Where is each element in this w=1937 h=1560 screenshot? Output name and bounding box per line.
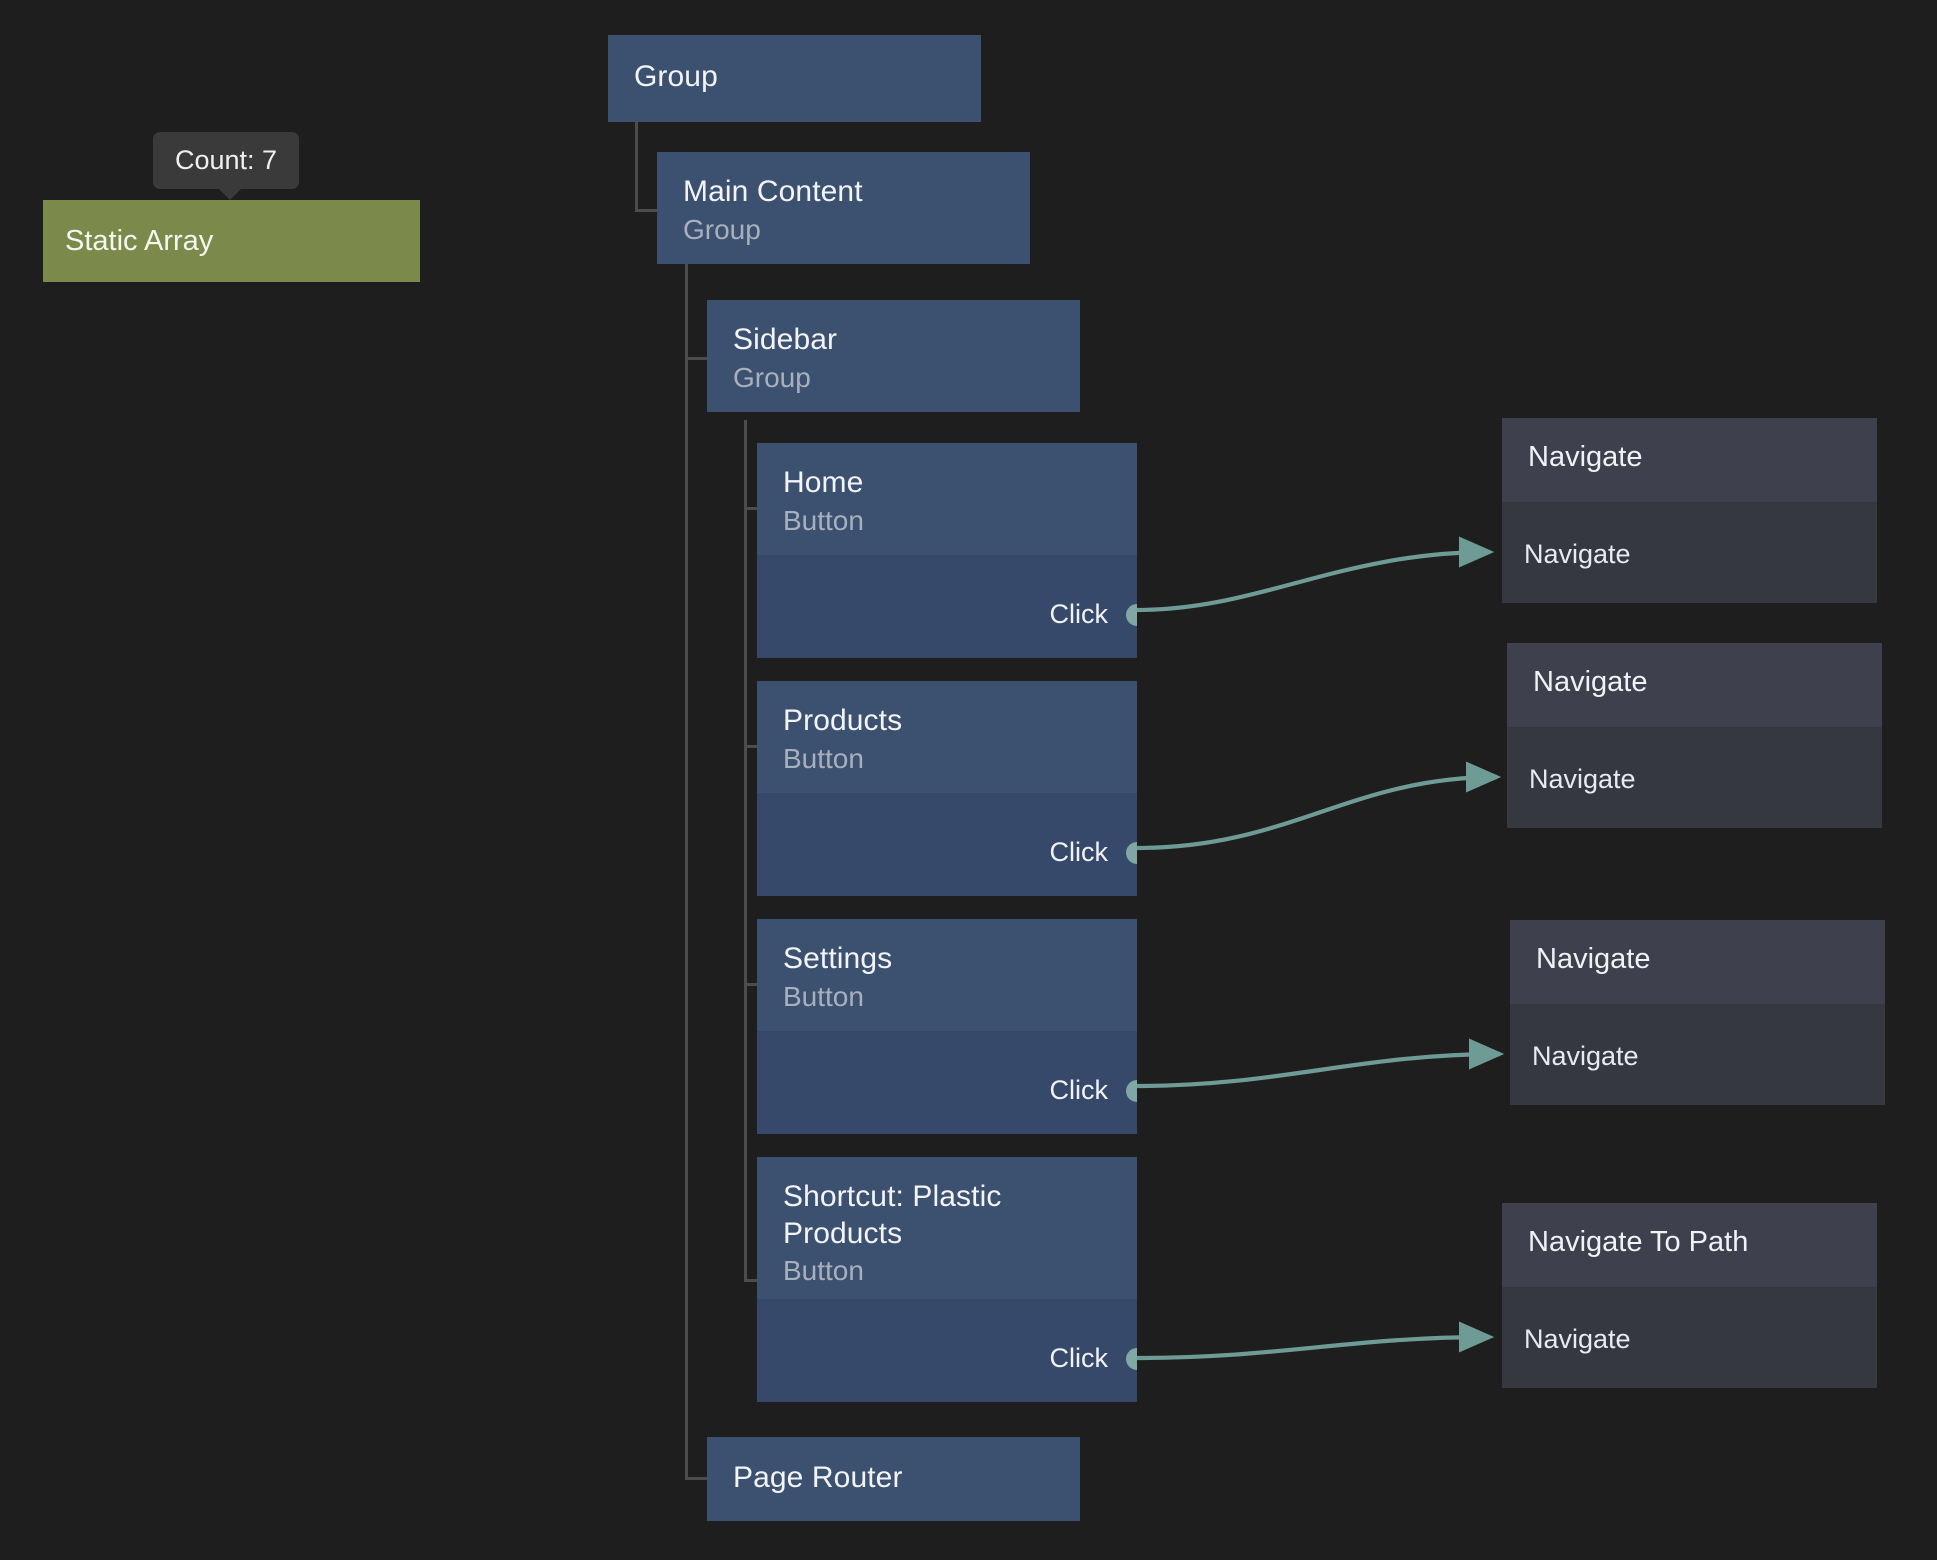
node-header: Home Button xyxy=(757,443,1137,557)
node-title: Products xyxy=(783,704,903,737)
node-action-navigate-to-path[interactable]: Navigate To Path Navigate xyxy=(1502,1203,1877,1388)
node-action-navigate-1[interactable]: Navigate Navigate xyxy=(1502,418,1877,603)
count-tooltip-label: Count: 7 xyxy=(175,145,278,175)
port-input-navigate[interactable]: Navigate xyxy=(1524,539,1631,569)
node-title: Group xyxy=(634,60,718,93)
node-subtitle: Button xyxy=(783,504,864,536)
node-title: Navigate xyxy=(1536,943,1651,975)
node-title: Settings xyxy=(783,942,893,975)
port-label: Click xyxy=(1049,837,1109,867)
node-button-home[interactable]: Home Button Click xyxy=(757,443,1137,658)
port-click-settings[interactable]: Click xyxy=(1049,1075,1137,1106)
node-group-root[interactable]: Group xyxy=(608,35,981,122)
node-ports-body: Navigate xyxy=(1502,502,1877,603)
tree-connector-vertical xyxy=(685,264,688,1480)
tree-connector-stub xyxy=(744,1279,767,1282)
count-tooltip: Count: 7 xyxy=(153,132,300,189)
node-ports-body: Navigate xyxy=(1510,1004,1885,1105)
port-click-products[interactable]: Click xyxy=(1049,837,1137,868)
port-click-shortcut[interactable]: Click xyxy=(1049,1343,1137,1374)
edge-shortcut-to-navigate-to-path xyxy=(1136,1321,1495,1361)
tree-connector-vertical xyxy=(744,420,747,1282)
node-ports-body: Click xyxy=(757,1299,1137,1402)
node-main-content[interactable]: Main Content Group xyxy=(657,152,1030,264)
node-title: Home xyxy=(783,466,864,499)
node-header: Settings Button xyxy=(757,919,1137,1033)
node-header: Main Content Group xyxy=(657,152,1030,264)
tree-connector-stub xyxy=(744,983,767,986)
node-ports-body: Click xyxy=(757,1031,1137,1134)
tree-connector-stub xyxy=(685,1477,708,1480)
node-subtitle: Button xyxy=(783,742,864,774)
count-tooltip-arrow xyxy=(216,186,244,200)
node-header: Products Button xyxy=(757,681,1137,795)
port-label: Click xyxy=(1049,1075,1109,1105)
node-sidebar[interactable]: Sidebar Group xyxy=(707,300,1080,412)
node-title: Shortcut: Plastic Products xyxy=(783,1180,1002,1250)
port-label: Click xyxy=(1049,1343,1109,1373)
port-label: Click xyxy=(1049,599,1109,629)
port-output-dot[interactable] xyxy=(1126,1347,1137,1370)
static-array-label: Static Array xyxy=(65,224,214,257)
port-input-navigate[interactable]: Navigate xyxy=(1524,1324,1631,1354)
node-button-products[interactable]: Products Button Click xyxy=(757,681,1137,896)
node-header: Sidebar Group xyxy=(707,300,1080,412)
port-output-dot[interactable] xyxy=(1126,841,1137,864)
port-output-dot[interactable] xyxy=(1126,603,1137,626)
tree-connector-stub xyxy=(635,209,658,212)
node-title: Navigate xyxy=(1528,441,1643,473)
node-action-navigate-2[interactable]: Navigate Navigate xyxy=(1507,643,1882,828)
node-page-router[interactable]: Page Router xyxy=(707,1437,1080,1521)
node-ports-body: Navigate xyxy=(1507,727,1882,828)
node-button-shortcut-plastic-products[interactable]: Shortcut: Plastic Products Button Click xyxy=(757,1157,1137,1402)
node-title: Navigate xyxy=(1533,666,1648,698)
node-title: Sidebar xyxy=(733,323,838,356)
node-action-navigate-3[interactable]: Navigate Navigate xyxy=(1510,920,1885,1105)
tree-connector-stub xyxy=(685,357,708,360)
node-header: Group xyxy=(608,35,981,116)
node-ports-body: Click xyxy=(757,793,1137,896)
node-button-settings[interactable]: Settings Button Click xyxy=(757,919,1137,1134)
tree-connector-stub xyxy=(744,745,767,748)
static-array-node[interactable]: Static Array xyxy=(43,200,420,282)
node-ports-body: Click xyxy=(757,555,1137,658)
node-title: Navigate To Path xyxy=(1528,1226,1749,1258)
edge-settings-to-navigate xyxy=(1136,1038,1505,1089)
node-subtitle: Button xyxy=(783,980,864,1012)
node-subtitle: Group xyxy=(733,361,811,393)
port-input-navigate[interactable]: Navigate xyxy=(1529,764,1636,794)
node-title: Page Router xyxy=(733,1461,903,1494)
tree-connector-stub xyxy=(744,507,767,510)
port-click-home[interactable]: Click xyxy=(1049,599,1137,630)
node-header: Page Router xyxy=(707,1437,1080,1517)
node-header: Shortcut: Plastic Products Button xyxy=(757,1157,1137,1308)
node-ports-body: Navigate xyxy=(1502,1287,1877,1388)
node-subtitle: Button xyxy=(783,1255,864,1287)
node-title: Main Content xyxy=(683,175,863,208)
edge-home-to-navigate xyxy=(1136,536,1495,613)
node-subtitle: Group xyxy=(683,213,761,245)
tree-connector-vertical xyxy=(635,122,638,212)
edge-products-to-navigate xyxy=(1136,761,1502,851)
port-output-dot[interactable] xyxy=(1126,1079,1137,1102)
port-input-navigate[interactable]: Navigate xyxy=(1532,1041,1639,1071)
